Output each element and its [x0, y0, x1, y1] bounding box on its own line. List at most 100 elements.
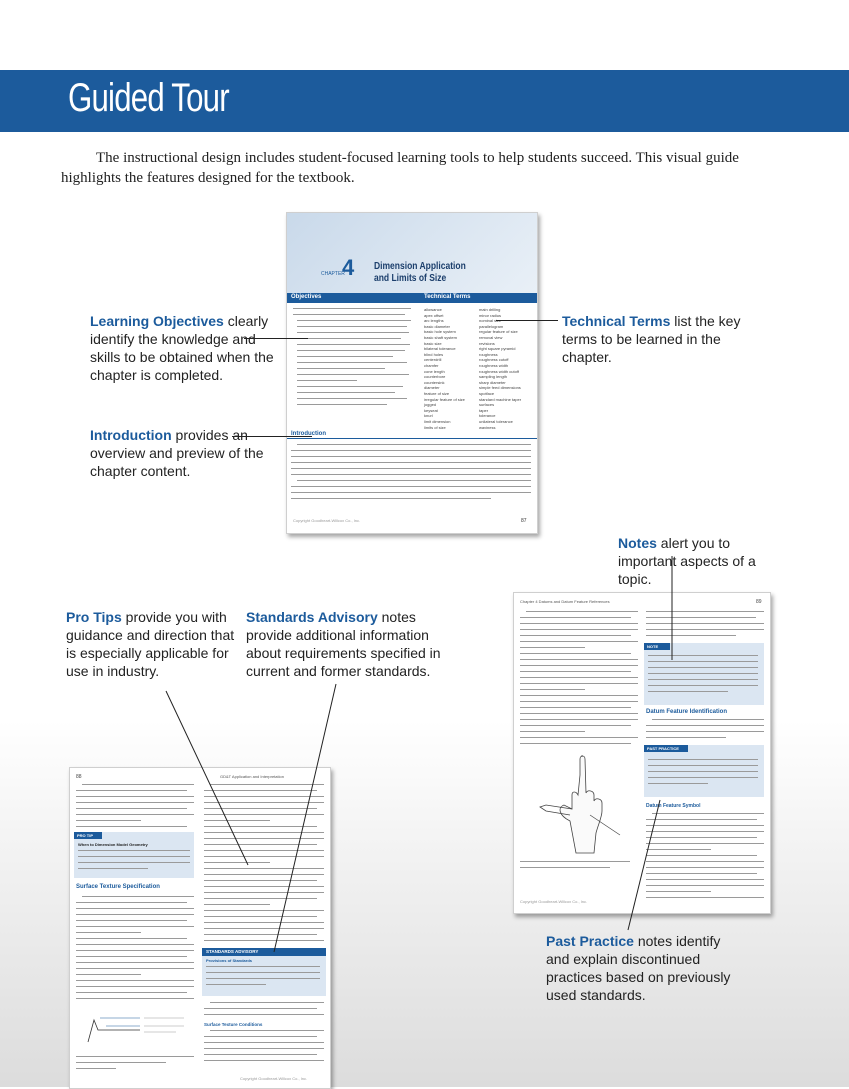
note-line — [648, 673, 758, 674]
standards-line — [206, 966, 320, 967]
text-line — [76, 790, 187, 791]
text-line — [204, 832, 324, 833]
text-line — [520, 629, 638, 630]
text-line — [520, 743, 631, 744]
intro-line — [291, 486, 531, 487]
text-line — [76, 992, 187, 993]
standards-advisory-label: STANDARDS ADVISORY — [206, 949, 259, 954]
surface-right-column-top — [204, 784, 324, 944]
intro-line — [291, 498, 491, 499]
text-line — [204, 892, 324, 893]
pro-tip-label-bar — [74, 832, 102, 839]
figure-caption-line — [76, 1062, 166, 1063]
surface-page-number: 88 — [76, 774, 82, 780]
standards-line — [206, 978, 320, 979]
text-line — [652, 719, 764, 720]
chapter-opener-page: CHAPTER 4 Dimension Application and Limi… — [286, 212, 538, 534]
note-line — [648, 661, 758, 662]
learning-objectives-text: clearly identify the knowledge and skill… — [90, 313, 274, 383]
text-line — [646, 879, 764, 880]
text-line — [204, 820, 270, 821]
text-line — [76, 802, 194, 803]
title-banner — [0, 70, 849, 132]
introduction-label: Introduction — [90, 427, 172, 443]
text-line — [76, 820, 141, 821]
text-line — [646, 831, 764, 832]
text-line — [204, 1048, 324, 1049]
objective-line — [297, 332, 409, 333]
technical-term: main drilling — [479, 307, 501, 312]
introduction-heading: Introduction — [291, 431, 326, 437]
text-line — [520, 731, 585, 732]
technical-term: knurl — [424, 413, 433, 419]
objective-line — [297, 392, 395, 393]
text-line — [646, 629, 764, 630]
text-line — [646, 897, 764, 898]
surface-left-column-top — [76, 784, 194, 830]
text-line — [204, 814, 324, 815]
text-line — [520, 701, 638, 702]
text-line — [76, 974, 141, 975]
technical-term: revisions — [479, 340, 495, 346]
text-line — [76, 814, 194, 815]
note-label: NOTE — [647, 644, 659, 649]
note-line — [648, 667, 758, 668]
chapter-word: CHAPTER — [321, 271, 345, 277]
chapter-header-box — [287, 213, 537, 293]
technical-term: roughness width cutoff — [479, 368, 519, 374]
objective-line — [297, 398, 407, 399]
technical-term: roughness — [479, 351, 498, 357]
technical-terms-text: list the key terms to be learned in the … — [562, 313, 741, 365]
text-line — [210, 1030, 324, 1031]
datum-symbol-heading: Datum Feature Symbol — [646, 803, 701, 809]
technical-term: limits of size — [424, 424, 446, 430]
text-line — [76, 944, 194, 945]
introduction-text: provides an overview and preview of the … — [90, 427, 264, 479]
text-line — [652, 813, 764, 814]
surface-conditions-heading: Surface Texture Conditions — [204, 1022, 263, 1027]
text-line — [204, 1014, 324, 1015]
note-label-bar — [644, 643, 670, 650]
technical-term: allowance — [424, 307, 442, 312]
standards-advisory-callout: Standards Advisory notes provide additio… — [246, 608, 446, 680]
text-line — [646, 837, 757, 838]
text-line — [204, 790, 317, 791]
technical-term: standard machine taper — [479, 396, 522, 402]
objective-line — [293, 308, 411, 309]
technical-term: countersink — [424, 379, 445, 385]
text-line — [520, 707, 631, 708]
text-line — [646, 623, 764, 624]
text-line — [204, 940, 324, 941]
text-line — [646, 731, 764, 732]
text-line — [204, 826, 317, 827]
pro-tip-line — [78, 850, 190, 851]
objective-line — [297, 386, 403, 387]
text-line — [646, 611, 764, 612]
chapter-number: 4 — [342, 255, 355, 280]
standards-advisory-text: notes provide additional information abo… — [246, 609, 441, 679]
text-line — [210, 784, 324, 785]
pro-tip-label: PRO TIP — [77, 833, 94, 838]
chapter-page-number: 87 — [521, 518, 527, 524]
intro-line — [297, 480, 531, 481]
technical-term: diameter — [424, 385, 440, 391]
objective-line — [297, 350, 405, 351]
note-line — [648, 655, 758, 656]
intro-line — [291, 456, 531, 457]
text-line — [204, 868, 324, 869]
text-line — [76, 808, 187, 809]
pro-tip-line — [78, 868, 148, 869]
technical-term: removal view — [479, 335, 503, 340]
past-practice-label-callout: Past Practice — [546, 933, 634, 949]
datum-page-footer: Copyright Goodheart-Willcox Co., Inc. — [520, 899, 588, 904]
technical-term: irregular feature of size — [424, 396, 465, 402]
text-line — [520, 725, 631, 726]
technical-term: apex offset — [424, 312, 444, 318]
surface-section-heading: Surface Texture Specification — [76, 884, 160, 890]
past-line — [648, 759, 758, 760]
text-line — [520, 713, 638, 714]
technical-term: cone length — [424, 368, 445, 374]
text-line — [204, 808, 317, 809]
surface-right-column-bottom — [204, 1030, 324, 1066]
text-line — [646, 725, 764, 726]
